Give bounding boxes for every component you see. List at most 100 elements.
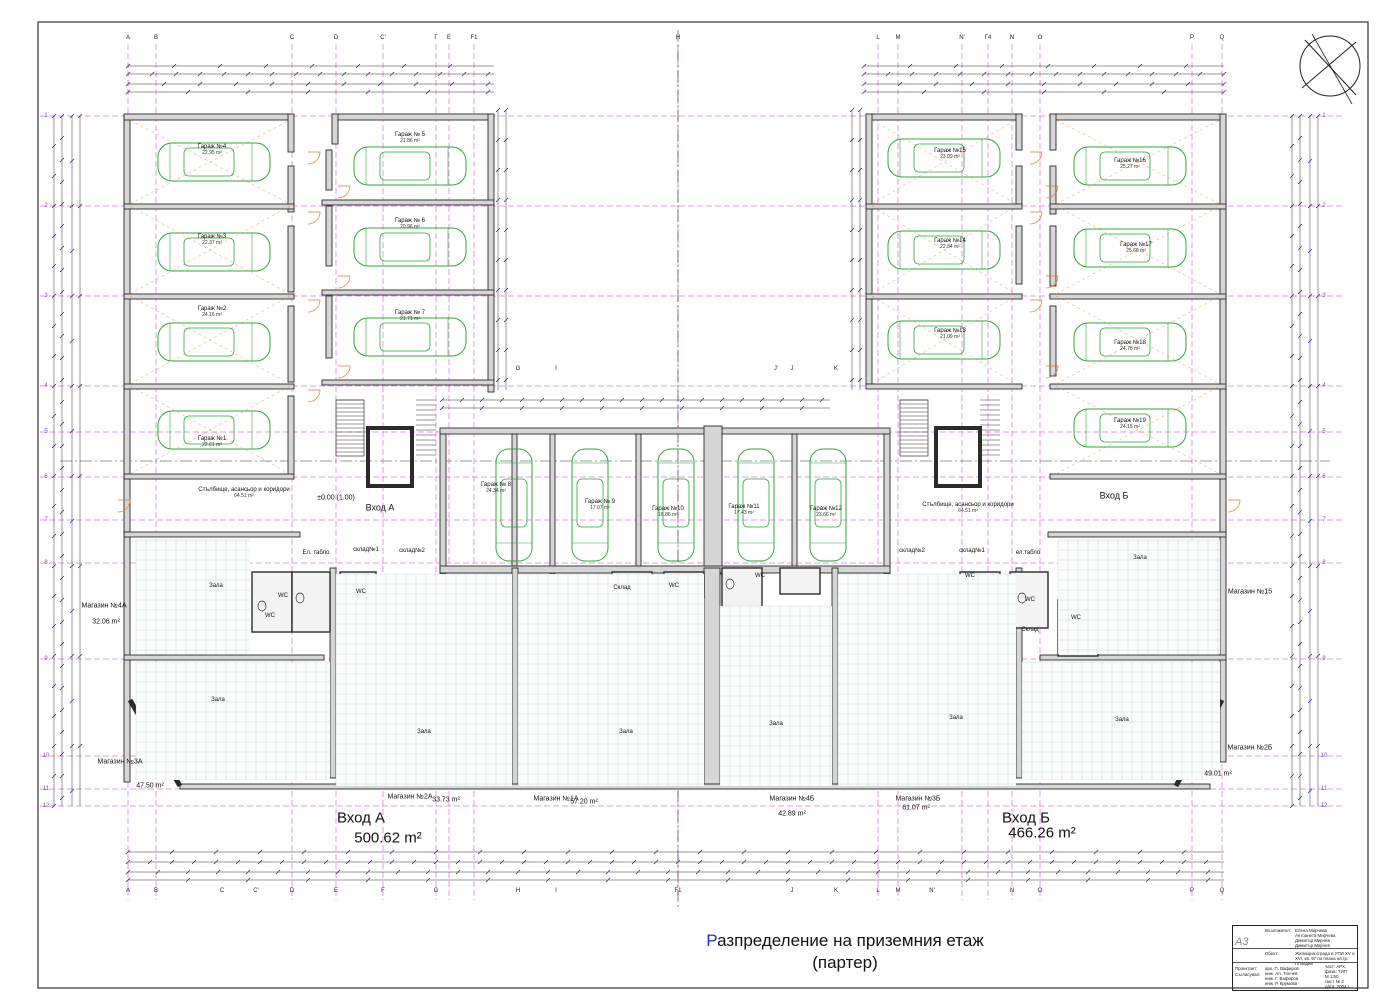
- garage-label-area: 24.16 m²: [202, 312, 222, 318]
- dimension-tick: [785, 877, 791, 883]
- dimension-tick: [1289, 593, 1295, 599]
- dimension-tick: [1197, 71, 1203, 77]
- door-swing-icon: [1029, 211, 1043, 225]
- dimension-tick: [439, 397, 445, 403]
- wall: [325, 149, 333, 191]
- dimension-tick: [1315, 383, 1321, 389]
- wall: [287, 305, 295, 383]
- stair-label-text: Стълбище, асансьор и коридори: [922, 502, 1014, 508]
- axis-label-top: O: [1038, 35, 1043, 41]
- axis-label-right: 11: [1321, 786, 1327, 792]
- dimension-tick: [479, 405, 485, 411]
- garage-diagonal: [1055, 205, 1221, 295]
- axis-label-left-text: 8: [44, 560, 48, 566]
- dimension-tick: [77, 293, 83, 299]
- garage-label-text: Гараж №17: [1120, 242, 1152, 248]
- axis-label-left: 12: [43, 803, 50, 809]
- dimension-tick: [849, 287, 855, 293]
- dimension-tick: [51, 353, 57, 359]
- car-icon: [379, 322, 431, 352]
- dimension-tick: [59, 729, 65, 735]
- axis-label-top: L: [876, 35, 879, 41]
- wall: [1049, 473, 1227, 480]
- stair-outline: [335, 399, 365, 457]
- axis-label-top: D: [334, 35, 338, 41]
- wc-label-text: WC: [278, 593, 288, 599]
- level-mark: ±0.00 (1.00): [317, 495, 355, 502]
- wall: [865, 383, 1023, 390]
- dimension-tick: [1289, 533, 1295, 539]
- dimension-tick: [857, 137, 863, 143]
- garage-diagonal: [871, 119, 1017, 205]
- shop-area-text: 33.73 m²: [432, 796, 460, 804]
- wall: [511, 433, 518, 575]
- dimension-tick: [59, 443, 65, 449]
- wall: [865, 113, 873, 385]
- dimension-tick: [59, 267, 65, 273]
- stamp-designer-3: Димитър Мирчев: [1295, 938, 1330, 943]
- axis-label-bottom-text: B: [153, 888, 159, 894]
- dimension-tick: [1307, 788, 1313, 794]
- garage-label-text: Гараж №11: [728, 504, 760, 510]
- dimension-tick: [433, 849, 439, 855]
- dimension-tick: [719, 397, 725, 403]
- stair-label-text: Стълбище, асансьор и коридори: [198, 487, 290, 493]
- dimension-tick: [521, 849, 527, 855]
- axis-label-top-text: N': [959, 35, 965, 41]
- dimension-tick: [69, 653, 75, 659]
- dimension-tick: [1289, 143, 1295, 149]
- hall-label: Зала: [769, 721, 783, 727]
- dimension-tick: [665, 877, 671, 883]
- axis-label-top-text: O: [1037, 35, 1043, 41]
- sheet-frame: [37, 21, 1369, 989]
- car-icon: [737, 448, 775, 562]
- dimension-tick: [269, 81, 275, 87]
- dimension-tick: [1085, 869, 1091, 875]
- wall: [123, 293, 295, 300]
- dimension-tick: [301, 859, 307, 865]
- garage-label-area: 21.86 m²: [400, 138, 420, 144]
- dimension-tick: [849, 317, 855, 323]
- garage-label-text: Гараж № 8: [480, 482, 512, 488]
- firm-logo: A3: [1235, 936, 1249, 948]
- axis-label-top: C: [290, 35, 294, 41]
- dimension-tick: [609, 859, 615, 865]
- dimension-tick: [1297, 245, 1303, 251]
- entrance-a-area-text: 500.62 m²: [354, 829, 422, 847]
- dimension-tick: [69, 698, 75, 704]
- shop-area-text: 42.89 m²: [778, 810, 806, 818]
- garage-diagonal: [1055, 295, 1221, 385]
- dimension-tick: [1289, 503, 1295, 509]
- dimension-tick: [785, 849, 791, 855]
- storage-label-text: Склад: [1021, 627, 1039, 633]
- dimension-tick: [59, 245, 65, 251]
- dimension-tick: [1145, 869, 1151, 875]
- dimension-tick: [1289, 623, 1295, 629]
- axis-label-left-text: 3: [44, 293, 48, 299]
- title-first-letter: Р: [706, 931, 718, 950]
- dimension-tick: [1289, 563, 1295, 569]
- wall: [1049, 165, 1057, 215]
- hall-label: Зала: [211, 697, 225, 703]
- garage-label-area: 24.15 m²: [1120, 424, 1140, 430]
- dimension-tick: [565, 859, 571, 865]
- dimension-tick: [59, 597, 65, 603]
- car-icon: [1073, 146, 1187, 186]
- dimension-tick: [619, 397, 625, 403]
- axis-label-mid-text: J': [773, 366, 779, 372]
- dimension-tick: [1297, 751, 1303, 757]
- dimension-tick: [77, 563, 83, 569]
- dimension-tick: [1205, 877, 1211, 883]
- dimension-tick: [587, 859, 593, 865]
- axis-label-left-text: 6: [44, 474, 48, 480]
- wall: [1049, 113, 1057, 151]
- entrance-b-small-label-text: Вход Б: [1099, 490, 1129, 501]
- car-icon: [157, 322, 271, 362]
- dimension-tick: [875, 869, 881, 875]
- dimension-tick: [279, 859, 285, 865]
- wall: [329, 567, 337, 779]
- dimension-tick: [125, 89, 131, 95]
- shop-label-text: Магазин №4А: [81, 602, 127, 610]
